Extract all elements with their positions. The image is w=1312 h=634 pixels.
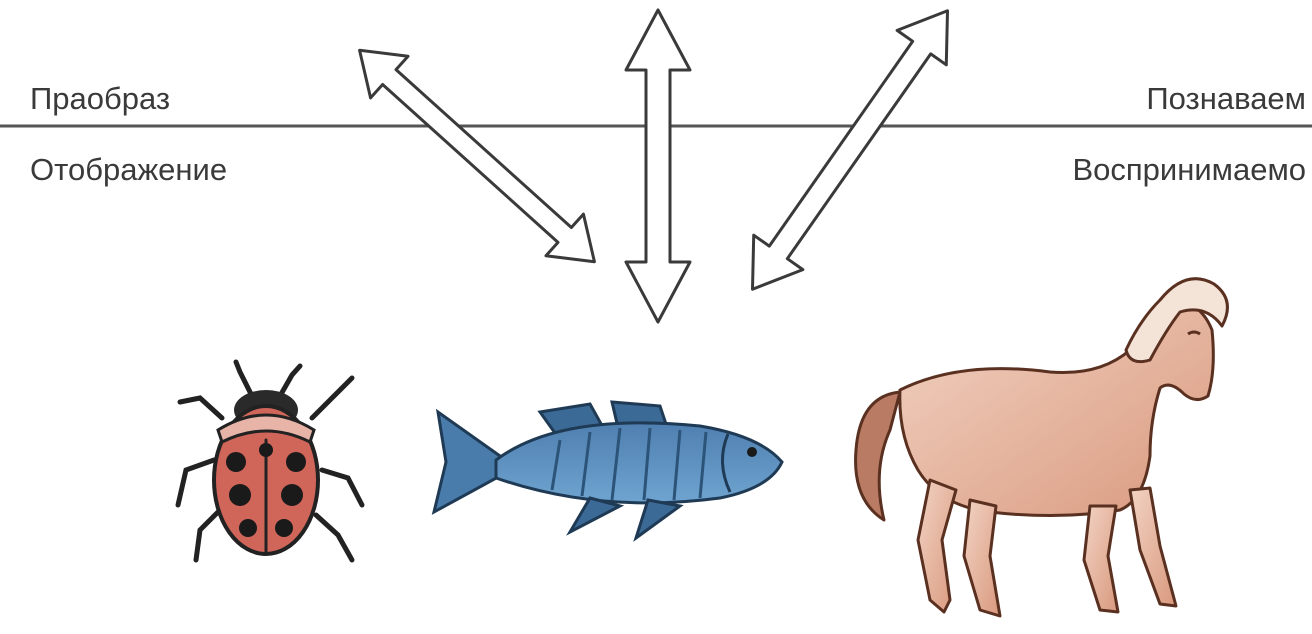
label-representation: Отображение — [30, 154, 227, 185]
horse-icon — [856, 279, 1228, 616]
double-arrow-center — [626, 10, 690, 322]
fish-icon — [434, 402, 782, 538]
double-arrow-left — [341, 29, 613, 282]
double-arrow-right — [728, 0, 972, 306]
label-knowable: Познаваем — [1146, 83, 1306, 114]
label-perceivable: Воспринимаемо — [1072, 154, 1306, 185]
ladybug-icon — [178, 362, 362, 560]
label-prototype: Праобраз — [30, 83, 170, 114]
